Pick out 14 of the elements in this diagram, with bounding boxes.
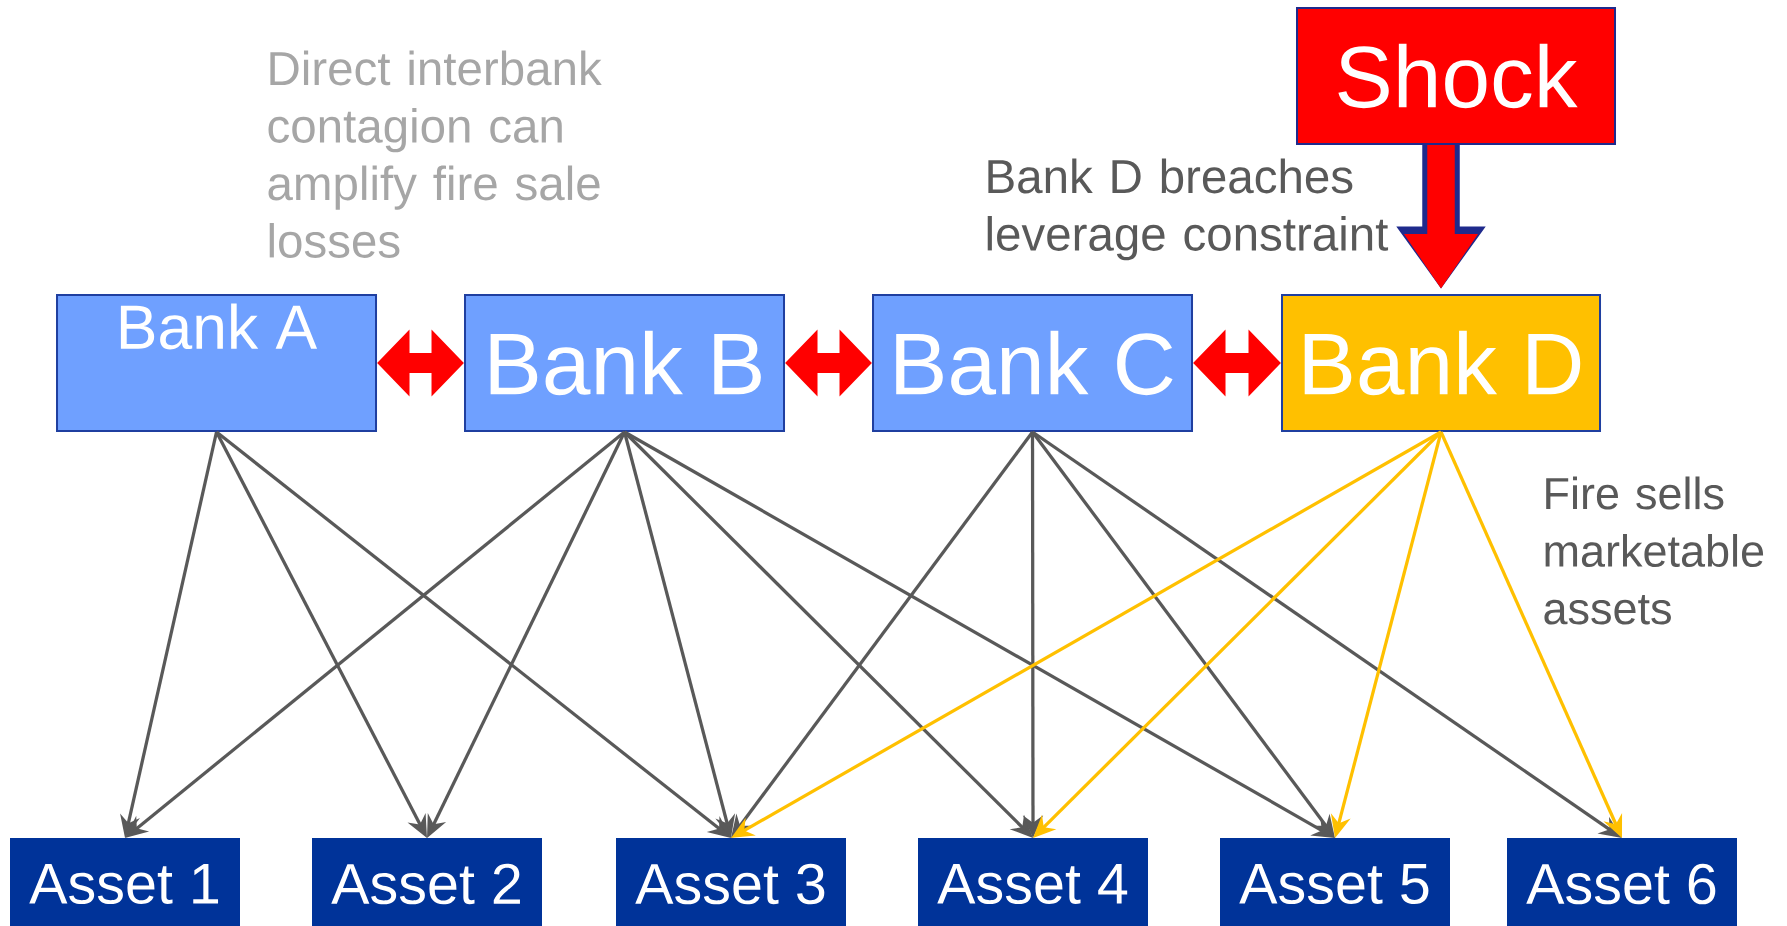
- asset-box: Asset 1: [10, 838, 240, 926]
- note-text: Fire sells marketable assets: [1544, 476, 1764, 625]
- note-text: Bank D breaches leverage constraint: [987, 158, 1389, 261]
- asset-box: Asset 5: [1220, 838, 1450, 926]
- asset-box: Asset 3: [616, 838, 846, 926]
- note-text: Direct interbank contagion can amplify fire sale losses: [268, 50, 602, 258]
- bank-box: Bank B: [464, 294, 785, 432]
- bank-box: Bank D: [1281, 294, 1601, 432]
- bank-box: Bank C: [872, 294, 1193, 432]
- shock-box: Shock: [1296, 7, 1616, 145]
- asset-box: Asset 2: [312, 838, 542, 926]
- asset-box: Asset 6: [1507, 838, 1737, 926]
- bank-box: Bank A: [56, 294, 377, 432]
- asset-box: Asset 4: [918, 838, 1148, 926]
